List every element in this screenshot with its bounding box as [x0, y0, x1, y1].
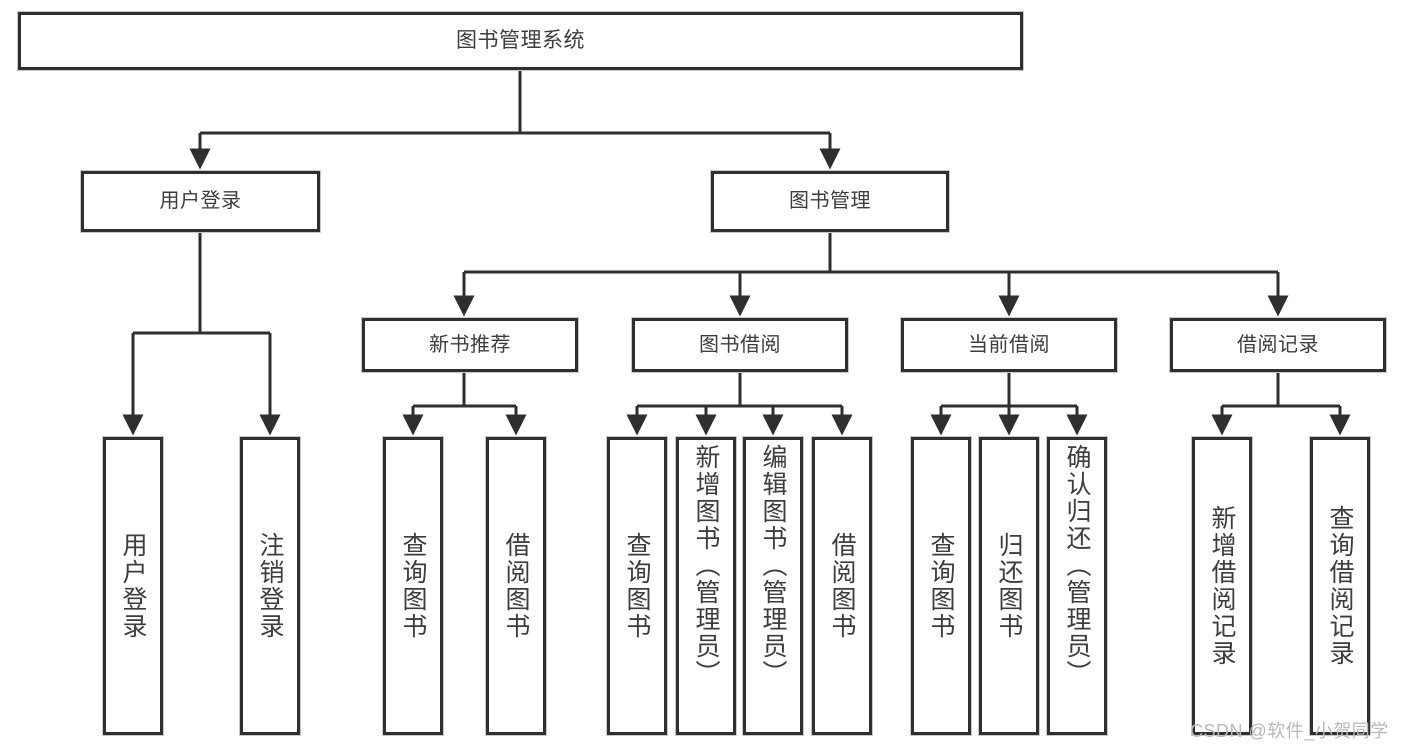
node-label: 编辑图书（管理员） [759, 444, 787, 687]
node-label: 图书管理系统 [456, 29, 585, 53]
leaf-book-borrow-add[interactable]: 新增图书（管理员） [675, 436, 737, 736]
node-label: 查询图书 [927, 532, 955, 640]
leaf-new-book-query[interactable]: 查询图书 [382, 436, 444, 736]
node-label: 查询借阅记录 [1326, 505, 1354, 667]
node-label: 注销登录 [256, 532, 284, 640]
node-label: 新增图书（管理员） [692, 444, 720, 687]
node-current-borrow[interactable]: 当前借阅 [900, 317, 1118, 373]
node-label: 确认归还（管理员） [1063, 444, 1091, 687]
node-label: 用户登录 [119, 532, 147, 640]
node-label: 归还图书 [995, 532, 1023, 640]
leaf-borrow-record-add[interactable]: 新增借阅记录 [1191, 436, 1253, 736]
node-label: 查询图书 [623, 532, 651, 640]
leaf-new-book-borrow[interactable]: 借阅图书 [485, 436, 547, 736]
node-user-login[interactable]: 用户登录 [80, 170, 321, 233]
leaf-user-login-logout[interactable]: 注销登录 [239, 436, 301, 736]
leaf-borrow-record-query[interactable]: 查询借阅记录 [1309, 436, 1371, 736]
node-label: 借阅图书 [828, 532, 856, 640]
leaf-user-login-login[interactable]: 用户登录 [102, 436, 164, 736]
node-label: 借阅记录 [1237, 333, 1319, 356]
node-label: 图书管理 [789, 190, 871, 213]
leaf-current-borrow-confirm-return[interactable]: 确认归还（管理员） [1046, 436, 1108, 736]
node-book-management[interactable]: 图书管理 [710, 170, 950, 233]
node-new-book-recommend[interactable]: 新书推荐 [361, 317, 579, 373]
node-book-borrow[interactable]: 图书借阅 [631, 317, 849, 373]
node-label: 新书推荐 [429, 333, 511, 356]
leaf-book-borrow-query[interactable]: 查询图书 [606, 436, 668, 736]
node-book-management-system[interactable]: 图书管理系统 [17, 11, 1024, 71]
leaf-current-borrow-return[interactable]: 归还图书 [978, 436, 1040, 736]
node-label: 新增借阅记录 [1208, 505, 1236, 667]
node-label: 当前借阅 [968, 333, 1050, 356]
node-label: 用户登录 [159, 190, 242, 213]
leaf-book-borrow-borrow[interactable]: 借阅图书 [811, 436, 873, 736]
watermark: CSDN @软件_小贺同学 [1190, 721, 1389, 741]
node-label: 查询图书 [399, 532, 427, 640]
node-label: 图书借阅 [699, 333, 781, 356]
node-label: 借阅图书 [502, 532, 530, 640]
leaf-book-borrow-edit[interactable]: 编辑图书（管理员） [742, 436, 804, 736]
node-borrow-record[interactable]: 借阅记录 [1169, 317, 1387, 373]
leaf-current-borrow-query[interactable]: 查询图书 [910, 436, 972, 736]
